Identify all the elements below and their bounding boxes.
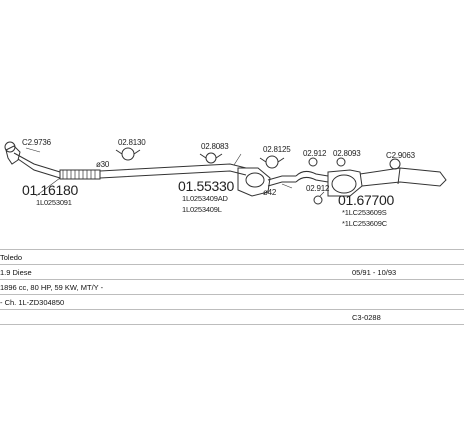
reference-code: C3-0288 [352,313,381,322]
info-row-chassis: - Ch. 1L-ZD304850 [0,294,464,310]
part-number-front: 01.16180 [22,182,78,198]
info-row-spec: 1896 cc, 80 HP, 59 KW, MT/Y - [0,279,464,295]
diameter-label-middle: ø42 [263,188,277,197]
hanger-label-4: 02.8125 [263,145,291,154]
oem-number-middle-1: 1L0253409AD [182,194,228,203]
clamp-label-1: C2.9736 [22,138,51,147]
clamp-label-7: 02.912 [306,184,330,193]
table-bottom-border [0,324,464,325]
oem-number-front: 1L0253091 [36,198,72,207]
front-pipe [5,145,21,165]
info-row-model: Toledo [0,249,464,265]
oem-number-rear-2: *1LC253609C [342,219,387,228]
rear-pipe [295,170,329,177]
hanger-label-3: 02.8083 [201,142,229,151]
oem-number-rear-1: *1LC253609S [342,208,387,217]
date-range: 05/91 - 10/93 [352,268,397,277]
clamp-label-6: 02.8093 [333,149,361,158]
hanger-icon-2 [121,147,135,161]
part-number-middle: 01.55330 [178,178,234,194]
clamp-icon-5 [308,157,318,167]
engine-name: 1.9 Diese [0,268,32,277]
diameter-label-front: ø30 [96,160,110,169]
part-number-rear: 01.67700 [338,192,394,208]
middle-pipe [99,163,247,172]
info-row-ref: C3-0288 [0,309,464,325]
clamp-icon-8 [389,158,401,170]
flex-pipe [59,169,101,180]
mid-silencer [237,167,271,197]
oem-number-middle-2: 1L0253409L [182,205,222,214]
clamp-label-5: 02.912 [303,149,327,158]
clamp-icon-7 [313,195,323,205]
hanger-icon-3 [205,152,217,164]
hanger-label-2: 02.8130 [118,138,146,147]
exhaust-drawing [4,141,447,205]
clamp-icon-6 [336,157,346,167]
clamp-label-8: C2.9063 [386,151,415,160]
info-row-engine: 1.9 Diese 05/91 - 10/93 [0,264,464,280]
chassis-number: - Ch. 1L-ZD304850 [0,298,65,307]
model-name: Toledo [0,253,23,262]
engine-spec: 1896 cc, 80 HP, 59 KW, MT/Y - [0,283,104,292]
exhaust-diagram: C2.9736 01.16180 1L0253091 ø30 02.8130 0… [4,138,447,228]
hanger-icon-4 [265,155,279,169]
clamp-icon-1 [4,141,16,153]
